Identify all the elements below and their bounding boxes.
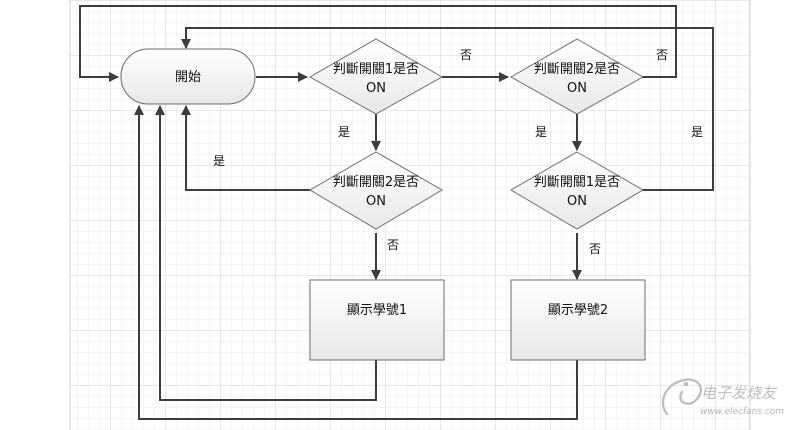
decision-switch2-bottom-label: 判斷開關2是否	[333, 175, 419, 190]
label-s1-no: 否	[460, 48, 472, 62]
edge-labels: 否 否 是 是 是 是 否 否	[213, 48, 703, 256]
decision-switch2-top: 判斷開關2是否 ON	[509, 38, 645, 115]
edges	[79, 5, 714, 420]
process-show-id1: 顯示學號1	[309, 279, 445, 361]
label-s1b-yes: 是	[691, 125, 703, 139]
label-s2-no: 否	[656, 48, 668, 62]
edge-s2b-yes-to-start	[181, 105, 310, 191]
process-show-id2-label: 顯示學號2	[548, 303, 608, 318]
process-show-id2: 顯示學號2	[510, 279, 646, 361]
watermark: 电子发烧友 www.elecfans.com	[661, 378, 784, 417]
decision-switch2-top-on: ON	[567, 81, 587, 96]
edge-s1b-yes-loop-to-start	[181, 27, 714, 191]
decision-switch1-top-on: ON	[366, 81, 386, 96]
decision-switch2-bottom-on: ON	[366, 194, 386, 209]
process-show-id1-label: 顯示學號1	[347, 303, 407, 318]
label-s2b-yes: 是	[213, 154, 225, 168]
edge-show1-to-start	[155, 105, 377, 401]
label-s1b-no: 否	[589, 242, 601, 256]
decision-switch1-top: 判斷開關1是否 ON	[308, 38, 444, 115]
watermark-brand: 电子发烧友	[701, 384, 778, 402]
decision-switch1-bottom-label: 判斷開關1是否	[534, 175, 620, 190]
decision-switch1-top-label: 判斷開關1是否	[333, 62, 419, 77]
label-s2-yes: 是	[535, 125, 547, 139]
watermark-logo-icon	[661, 378, 703, 416]
decision-switch1-bottom-on: ON	[567, 194, 587, 209]
label-s1-yes: 是	[338, 125, 350, 139]
edge-s2-no-loop-to-start	[79, 5, 677, 82]
start-node: 開始	[120, 48, 256, 105]
decision-switch2-bottom: 判斷開關2是否 ON	[309, 151, 443, 230]
start-label: 開始	[175, 70, 201, 85]
label-s2b-no: 否	[387, 238, 399, 252]
edge-show2-to-start	[134, 105, 578, 420]
watermark-url: www.elecfans.com	[700, 407, 784, 417]
decision-switch1-bottom: 判斷開關1是否 ON	[510, 151, 644, 230]
decision-switch2-top-label: 判斷開關2是否	[534, 62, 620, 77]
